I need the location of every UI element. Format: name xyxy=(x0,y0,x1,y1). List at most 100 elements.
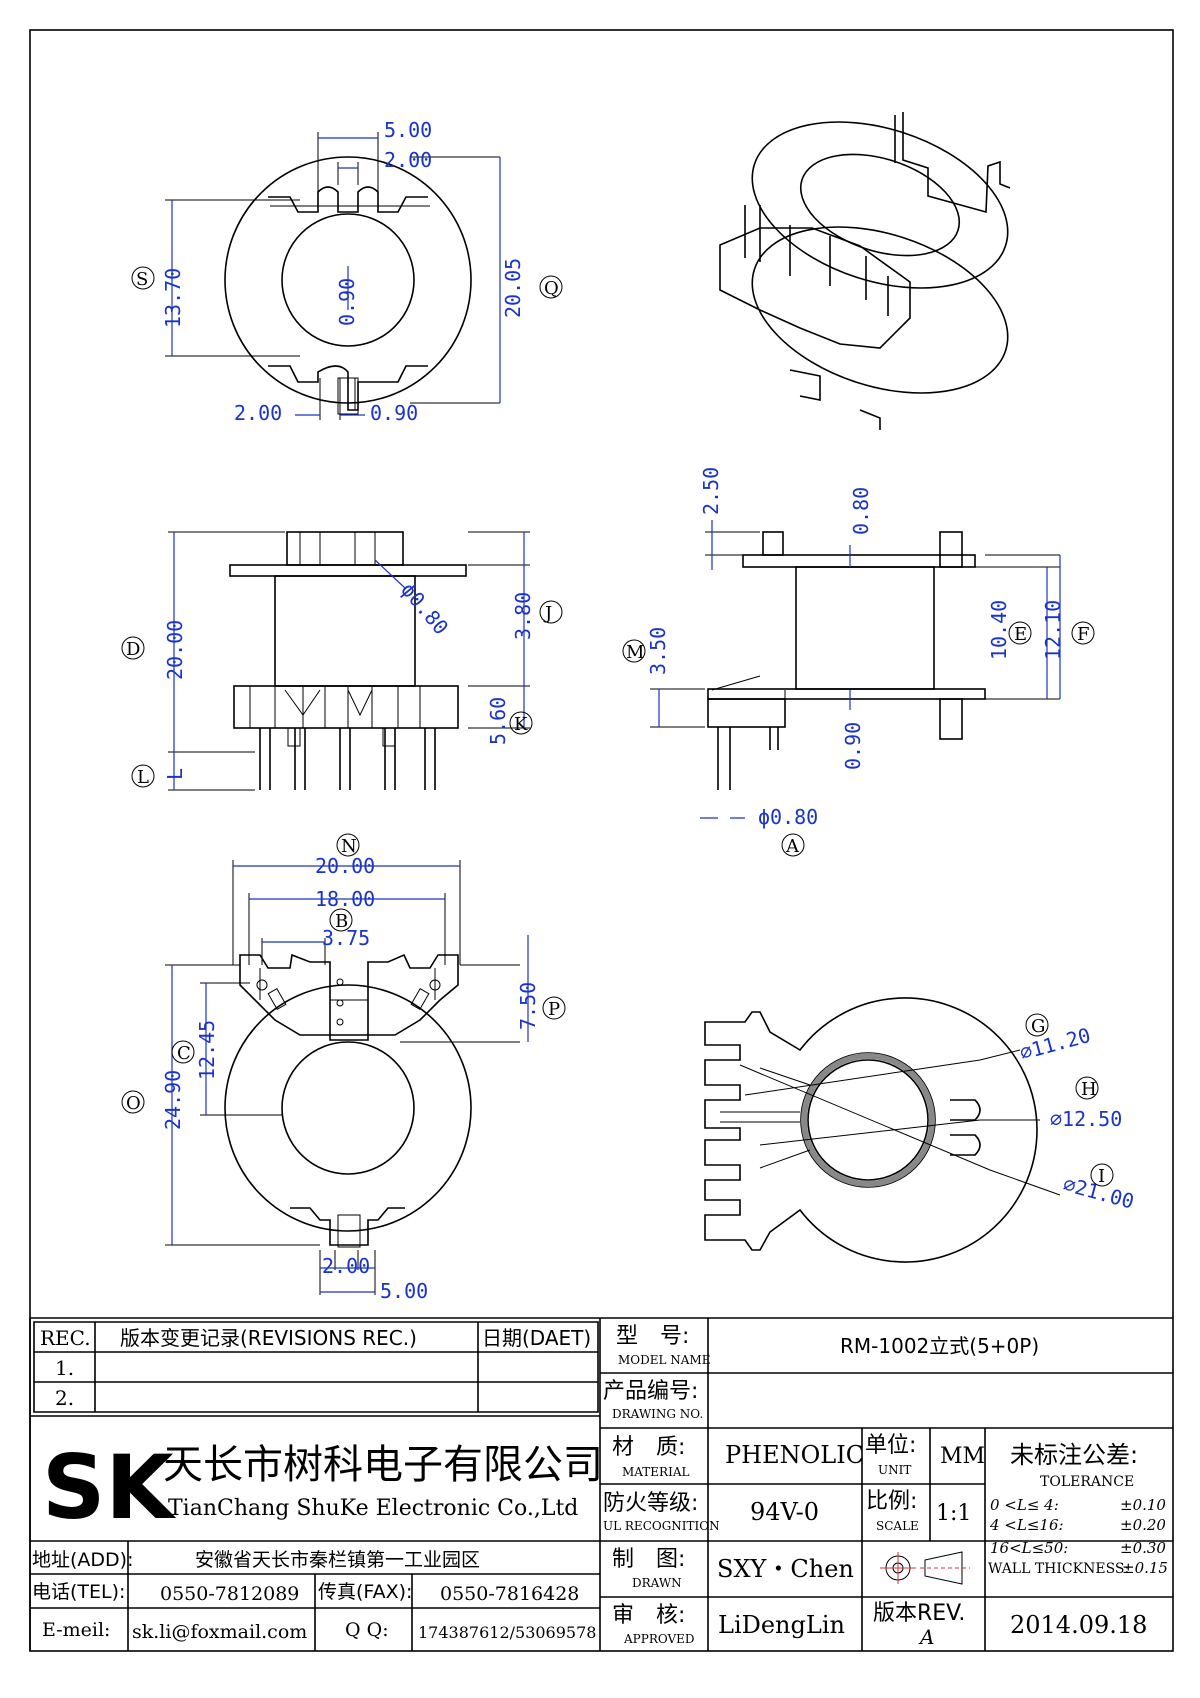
side-dim-top: 2.50 xyxy=(699,467,723,515)
label-h: H xyxy=(1081,1079,1097,1100)
top-dim-q: 20.05 xyxy=(501,258,525,318)
side-dim-e: 10.40 xyxy=(987,600,1011,660)
drawn-label-en: DRAWN xyxy=(632,1576,682,1590)
side-dim-mid: 0.90 xyxy=(841,722,865,770)
rev-label: 版本REV. xyxy=(873,1601,965,1626)
front-dim-l: L xyxy=(163,768,187,780)
front-dim-d: 20.00 xyxy=(163,620,187,680)
material-label-en: MATERIAL xyxy=(622,1465,690,1479)
bottom-dim-c: 12.45 xyxy=(195,1020,219,1080)
tel-value: 0550-7812089 xyxy=(160,1583,299,1605)
bottom-dim-b: 18.00 xyxy=(315,887,375,911)
side-dim-phi: ϕ0.80 xyxy=(758,805,818,829)
fire-label-en: UL RECOGNITION xyxy=(603,1519,720,1533)
bottom-dim-n: 20.00 xyxy=(315,854,375,878)
drawn-value: SXY・Chen xyxy=(717,1555,854,1583)
tel-label: 电话(TEL): xyxy=(32,1581,125,1603)
front-dim-j: 3.80 xyxy=(511,592,535,640)
isometric-view xyxy=(719,112,1011,430)
front-dim-k: 5.60 xyxy=(486,697,510,745)
label-a: A xyxy=(785,836,800,857)
scale-label-en: SCALE xyxy=(876,1519,919,1533)
drawno-label-en: DRAWING NO. xyxy=(612,1407,703,1421)
sheet-border xyxy=(29,29,1174,1652)
addr-label: 地址(ADD): xyxy=(32,1549,134,1571)
label-c: C xyxy=(177,1043,191,1064)
company-name-en: TianChang ShuKe Electronic Co.,Ltd xyxy=(168,1496,578,1521)
top-dim-5: 5.00 xyxy=(384,118,432,142)
mail-value: sk.li@foxmail.com xyxy=(132,1621,307,1643)
label-n: N xyxy=(341,836,357,857)
bottom-view: 20.00 18.00 3.75 7.50 12.45 24.90 2.00 5… xyxy=(121,833,566,1303)
tol1-value: ±0.10 xyxy=(1120,1496,1166,1514)
top-dim-bot-right: 0.90 xyxy=(370,401,418,425)
fax-value: 0550-7816428 xyxy=(440,1583,579,1605)
scale-value: 1:1 xyxy=(936,1501,971,1526)
rev-date: 日期(DAET) xyxy=(482,1326,591,1350)
tol2-range: 4 <L≤16: xyxy=(989,1516,1064,1534)
bottom-dim-p: 7.50 xyxy=(516,982,540,1030)
scale-label-cn: 比例: xyxy=(866,1489,917,1514)
tol3-value: ±0.30 xyxy=(1120,1539,1166,1557)
label-e: E xyxy=(1014,624,1027,645)
label-p: P xyxy=(548,999,560,1020)
unit-value: MM xyxy=(940,1444,985,1469)
fire-label-cn: 防火等级: xyxy=(603,1491,698,1516)
top-view: 5.00 2.00 2.00 0.90 13.70 0.90 20.05 S Q xyxy=(131,118,563,425)
label-k: K xyxy=(514,714,528,735)
label-g: G xyxy=(1031,1016,1045,1037)
drawno-label-cn: 产品编号: xyxy=(603,1379,698,1404)
approved-label-en: APPROVED xyxy=(623,1632,695,1646)
model-label-cn: 型 号: xyxy=(616,1324,689,1349)
top-dim-s: 13.70 xyxy=(161,268,185,328)
model-value: RM-1002立式(5+0P) xyxy=(840,1334,1039,1358)
bottom-dim-o: 24.90 xyxy=(161,1070,185,1130)
tolerance-label-en: TOLERANCE xyxy=(1040,1474,1134,1490)
label-s: S xyxy=(136,269,148,290)
side-dim-m: 3.50 xyxy=(646,627,670,675)
tol-wall-value: ±0.15 xyxy=(1122,1559,1168,1577)
label-i: I xyxy=(1098,1166,1105,1187)
side-dim-f: 12.10 xyxy=(1041,600,1065,660)
bottom-dim-w2: 2.00 xyxy=(322,1254,370,1278)
top-dim-center: 0.90 xyxy=(335,278,359,326)
front-view: 20.00 ϕ0.80 3.80 5.60 L D J K L xyxy=(121,531,563,791)
label-q: Q xyxy=(544,278,559,299)
circle-dim-h: ⌀12.50 xyxy=(1050,1107,1122,1131)
approved-label-cn: 审 核: xyxy=(612,1603,685,1628)
unit-label-en: UNIT xyxy=(878,1463,911,1477)
material-value: PHENOLIC xyxy=(725,1441,864,1469)
circle-dim-g: ⌀11.20 xyxy=(1017,1023,1093,1065)
qq-value: 174387612/53069578 xyxy=(418,1623,596,1642)
material-label-cn: 材 质: xyxy=(612,1435,685,1460)
mail-label: E-meil: xyxy=(42,1619,110,1641)
approved-value: LiDengLin xyxy=(718,1611,845,1639)
side-dim-topmid: 0.80 xyxy=(849,487,873,535)
rev-header: REC. xyxy=(40,1326,91,1350)
title-block: REC. 版本变更记录(REVISIONS REC.) 日期(DAET) 1. … xyxy=(29,1317,1173,1651)
tol-wall-label: WALL THICKNESS: xyxy=(988,1561,1129,1577)
unit-label-cn: 单位: xyxy=(865,1433,916,1458)
top-dim-bot-left: 2.00 xyxy=(234,401,282,425)
label-m: M xyxy=(626,642,644,663)
fire-value: 94V-0 xyxy=(750,1498,819,1526)
rev-title: 版本变更记录(REVISIONS REC.) xyxy=(120,1326,417,1350)
drawn-label-cn: 制 图: xyxy=(612,1547,685,1572)
tol1-range: 0 <L≤ 4: xyxy=(990,1496,1059,1514)
date-value: 2014.09.18 xyxy=(1010,1611,1147,1639)
top-dim-2: 2.00 xyxy=(384,148,432,172)
rev-value: A xyxy=(918,1625,934,1649)
tol2-value: ±0.20 xyxy=(1120,1516,1166,1534)
label-d: D xyxy=(126,639,140,660)
company-name-cn: 天长市树科电子有限公司 xyxy=(163,1442,603,1488)
projection-symbol xyxy=(880,1551,970,1585)
model-label-en: MODEL NAME xyxy=(618,1353,711,1367)
company-logo: SK xyxy=(42,1436,176,1539)
label-b: B xyxy=(335,911,348,932)
label-f: F xyxy=(1077,624,1090,645)
qq-label: Q Q: xyxy=(345,1619,389,1641)
rev-row2: 2. xyxy=(55,1386,74,1410)
label-o: O xyxy=(126,1093,141,1114)
front-dim-phi: ϕ0.80 xyxy=(396,578,453,640)
